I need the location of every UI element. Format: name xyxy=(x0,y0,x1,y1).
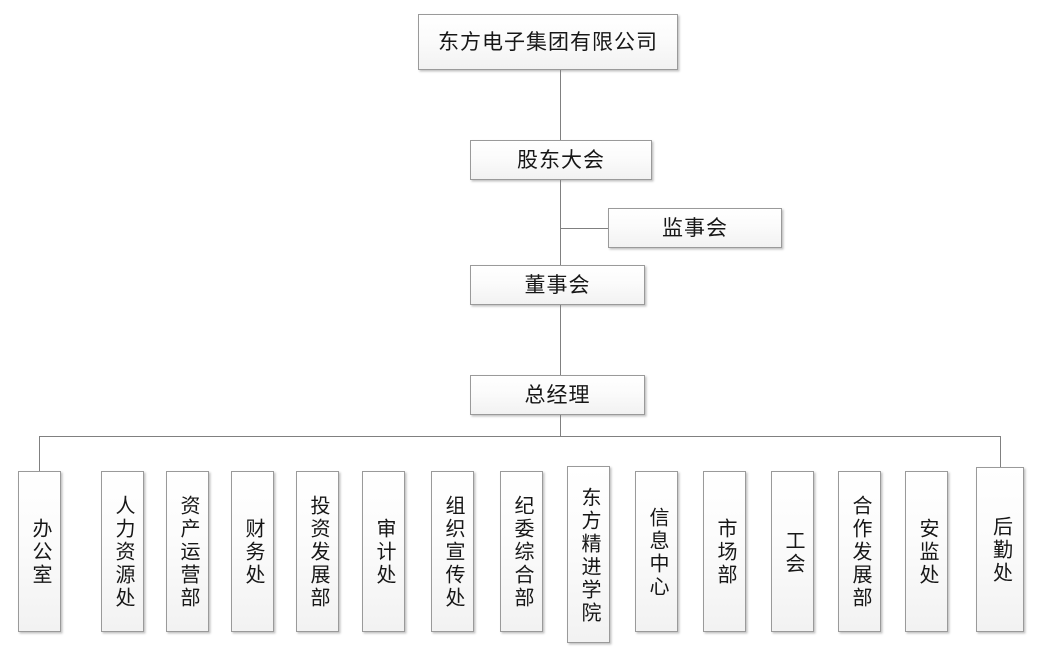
node-department-audit[interactable]: 审计处 xyxy=(362,471,405,632)
node-department-logistics[interactable]: 后勤处 xyxy=(976,467,1024,632)
node-department-label: 审计处 xyxy=(373,518,395,587)
node-department-label: 资产运营部 xyxy=(177,495,199,610)
node-department-academy[interactable]: 东方精进学院 xyxy=(567,466,610,643)
node-general-manager-label: 总经理 xyxy=(524,382,591,407)
node-department-label: 东方精进学院 xyxy=(578,486,600,625)
node-department-organization-publicity[interactable]: 组织宣传处 xyxy=(431,471,474,632)
connector-general-manager-drop xyxy=(560,415,561,436)
node-department-label: 办公室 xyxy=(29,518,51,587)
node-department-discipline[interactable]: 纪委综合部 xyxy=(500,471,543,632)
node-department-label: 组织宣传处 xyxy=(442,495,464,610)
node-department-finance[interactable]: 财务处 xyxy=(231,471,274,632)
connector-shareholders-to-board xyxy=(560,180,561,265)
node-department-office[interactable]: 办公室 xyxy=(18,471,61,632)
node-company-label: 东方电子集团有限公司 xyxy=(438,29,658,54)
node-supervisors-label: 监事会 xyxy=(662,215,728,240)
node-company[interactable]: 东方电子集团有限公司 xyxy=(418,14,678,70)
node-department-safety-supervision[interactable]: 安监处 xyxy=(905,471,948,632)
node-department-labor-union[interactable]: 工会 xyxy=(771,471,814,632)
node-department-label: 投资发展部 xyxy=(307,495,329,610)
connector-board-to-general-manager xyxy=(560,305,561,375)
node-board[interactable]: 董事会 xyxy=(470,265,645,305)
node-department-label: 安监处 xyxy=(916,518,938,587)
connector-department-bus xyxy=(39,436,1001,437)
node-department-label: 信息中心 xyxy=(646,506,668,599)
node-department-label: 财务处 xyxy=(242,518,264,587)
connector-company-to-shareholders xyxy=(560,70,561,140)
connector-stem-to-supervisors xyxy=(560,228,608,229)
node-department-label: 工会 xyxy=(782,529,804,576)
node-department-marketing[interactable]: 市场部 xyxy=(703,471,746,632)
node-department-label: 后勤处 xyxy=(989,516,1012,585)
node-department-information-center[interactable]: 信息中心 xyxy=(635,471,678,632)
node-department-investment[interactable]: 投资发展部 xyxy=(296,471,339,632)
node-supervisors[interactable]: 监事会 xyxy=(608,208,782,248)
node-general-manager[interactable]: 总经理 xyxy=(470,375,645,415)
node-shareholders-label: 股东大会 xyxy=(517,147,605,172)
connector-bus-to-first-department xyxy=(39,436,40,471)
node-department-label: 纪委综合部 xyxy=(511,495,533,610)
node-department-label: 人力资源处 xyxy=(112,495,134,610)
node-department-human-resources[interactable]: 人力资源处 xyxy=(101,471,144,632)
node-shareholders[interactable]: 股东大会 xyxy=(470,140,652,180)
connector-bus-to-last-department xyxy=(1000,436,1001,467)
node-department-label: 市场部 xyxy=(714,518,736,587)
node-department-label: 合作发展部 xyxy=(849,495,871,610)
node-department-cooperation[interactable]: 合作发展部 xyxy=(838,471,881,632)
node-department-asset-operations[interactable]: 资产运营部 xyxy=(166,471,209,632)
node-board-label: 董事会 xyxy=(524,272,591,297)
